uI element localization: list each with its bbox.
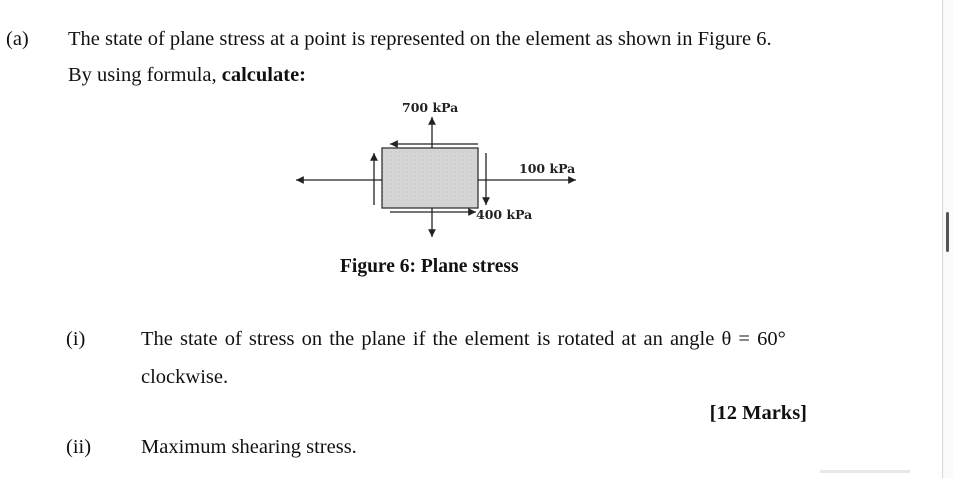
question-text-prefix: By using formula, [68,64,222,86]
top-stress-label: 700 kPa [402,100,458,115]
vertical-scrollbar[interactable] [942,0,953,478]
question-text-line2: By using formula, calculate: [68,64,306,87]
question-text-bold: calculate: [221,64,306,86]
figure-caption: Figure 6: Plane stress [340,256,519,277]
scrollbar-thumb[interactable] [946,212,949,252]
stress-element-diagram: 700 kPa 100 kPa 400 kPa [296,100,576,237]
plane-stress-figure: 700 kPa 100 kPa 400 kPa [290,95,590,245]
bottom-stress-label: 400 kPa [476,207,532,222]
question-text-line1: The state of plane stress at a point is … [68,28,772,50]
subquestion-2-number: (ii) [66,436,92,458]
subquestion-1-marks: [12 Marks] [709,402,807,424]
subquestion-1-number: (i) [66,328,86,350]
stress-element [381,147,479,209]
faint-text-fragment [820,470,910,473]
right-stress-label: 100 kPa [519,161,575,176]
subquestion-1-text-continued: clockwise. [141,366,229,388]
subquestion-2-text: Maximum shearing stress. [141,436,357,458]
subquestion-1-text: The state of stress on the plane if the … [141,328,786,350]
question-label: (a) [6,28,29,50]
